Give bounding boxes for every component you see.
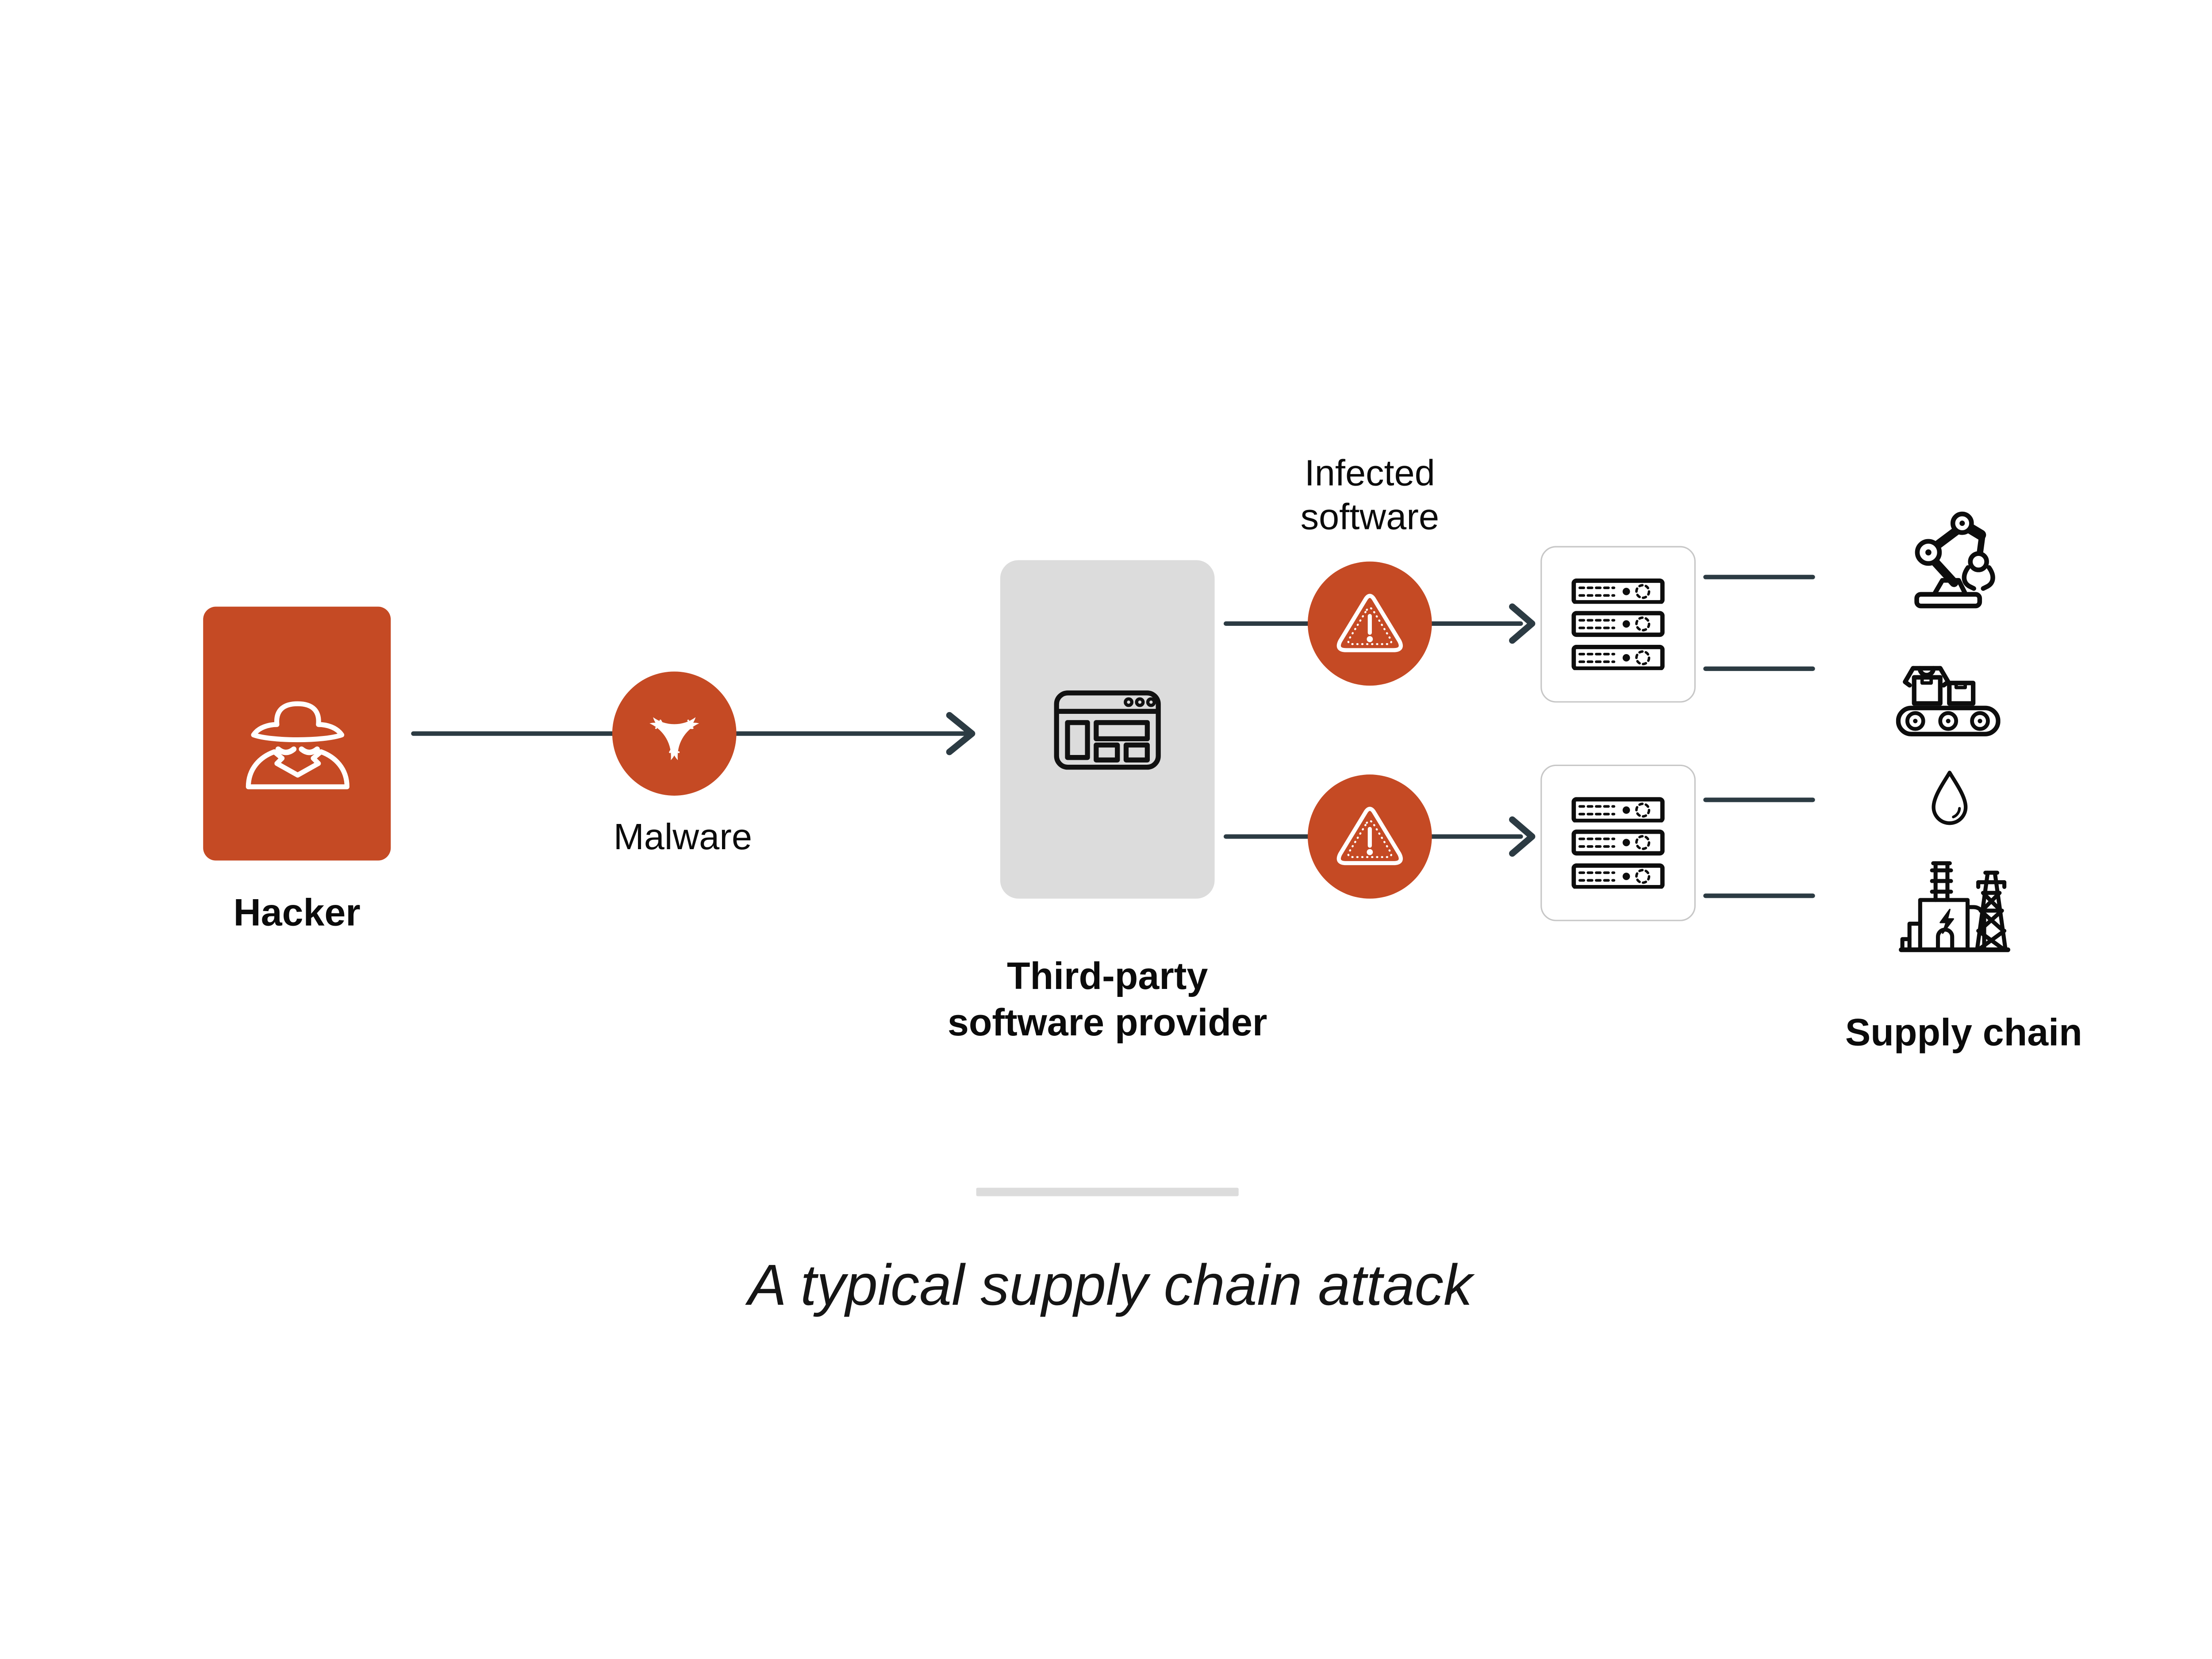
server-rack-icon bbox=[1571, 830, 1665, 856]
arrowhead-server-bottom bbox=[1509, 816, 1536, 857]
hacker-spy-icon bbox=[245, 701, 349, 789]
hacker-label: Hacker bbox=[233, 891, 361, 934]
warning-triangle-icon bbox=[1336, 594, 1403, 652]
server-rack-icon bbox=[1571, 863, 1665, 889]
arrowhead-server-top bbox=[1509, 603, 1536, 644]
conveyor-belt-icon bbox=[1896, 666, 2001, 736]
malware-label: Malware bbox=[613, 815, 753, 858]
server-rack-icon bbox=[1571, 611, 1665, 637]
biohazard-icon bbox=[634, 693, 715, 774]
infected-software-node-bottom bbox=[1307, 774, 1432, 899]
browser-window-icon bbox=[1054, 690, 1161, 769]
server-rack-icon bbox=[1571, 578, 1665, 604]
supply-chain-label: Supply chain bbox=[1845, 1011, 2082, 1054]
water-droplet-icon bbox=[1932, 770, 1968, 825]
infected-software-node-top bbox=[1307, 561, 1432, 686]
server-rack-icon bbox=[1571, 644, 1665, 670]
provider-label: Third-party software provider bbox=[947, 955, 1267, 1044]
warning-triangle-icon bbox=[1336, 807, 1403, 866]
divider-line bbox=[976, 1188, 1239, 1196]
caption-text: A typical supply chain attack bbox=[748, 1253, 1473, 1318]
server-node-top bbox=[1540, 546, 1696, 703]
power-plant-icon bbox=[1899, 861, 2011, 952]
arrowhead-hacker-to-provider bbox=[946, 712, 975, 755]
server-node-bottom bbox=[1540, 764, 1696, 921]
third-party-provider-node bbox=[1000, 560, 1215, 899]
malware-node bbox=[612, 671, 737, 796]
infected-software-label: Infected software bbox=[1300, 451, 1439, 538]
server-rack-icon bbox=[1571, 797, 1665, 823]
robot-arm-icon bbox=[1914, 511, 1995, 609]
diagram-canvas: Hacker Malware Third-party software prov bbox=[0, 207, 2212, 1452]
hacker-node bbox=[203, 606, 391, 861]
